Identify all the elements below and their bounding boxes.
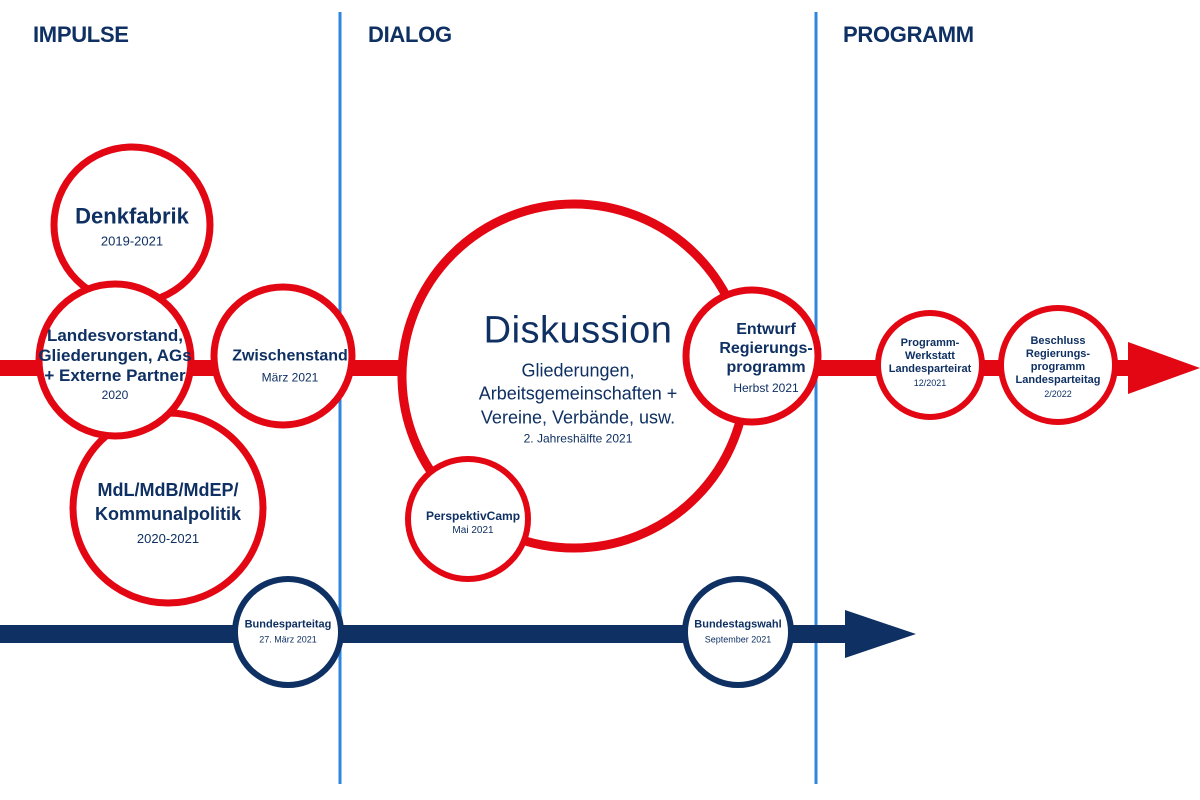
circle-entwurf xyxy=(682,286,822,426)
diskussion-line-1: Gliederungen, xyxy=(521,360,635,381)
node-landesvorstand: Landesvorstand, Gliederungen, AGs + Exte… xyxy=(38,326,191,402)
red-timeline-arrowhead xyxy=(1128,342,1200,394)
node-werkstatt: Programm- Werkstatt Landesparteirat 12/2… xyxy=(889,337,972,389)
phase-impulse: IMPULSE xyxy=(33,22,129,47)
node-perspektivcamp: PerspektivCamp Mai 2021 xyxy=(426,509,520,537)
bundesparteitag-title: Bundesparteitag xyxy=(244,618,332,631)
node-bundestagswahl: Bundestagswahl September 2021 xyxy=(694,619,781,646)
landesvorstand-line-2: Gliederungen, AGs xyxy=(38,345,192,365)
entwurf-line-1: Entwurf xyxy=(736,321,796,339)
entwurf-date: Herbst 2021 xyxy=(733,380,799,395)
circle-bundesparteitag xyxy=(232,576,344,688)
entwurf-line-2: Regierungs- xyxy=(719,339,813,357)
denkfabrik-title: Denkfabrik xyxy=(75,203,189,229)
mdl-line-1: MdL/MdB/MdEP/ xyxy=(97,480,239,501)
bundestagswahl-date: September 2021 xyxy=(704,634,772,645)
bundestagswahl-title: Bundestagswahl xyxy=(694,618,782,631)
circle-beschluss xyxy=(998,305,1118,425)
perspektivcamp-date: Mai 2021 xyxy=(452,525,494,537)
perspektivcamp-title: PerspektivCamp xyxy=(425,509,521,524)
navy-timeline-arrowhead xyxy=(845,610,916,658)
zwischenstand-date: März 2021 xyxy=(261,370,319,385)
diskussion-line-3: Vereine, Verbände, usw. xyxy=(480,407,676,428)
circle-landesvorstand xyxy=(35,280,195,440)
circle-werkstatt xyxy=(875,310,985,420)
node-diskussion: Diskussion Gliederungen, Arbeitsgemeinsc… xyxy=(479,308,678,445)
werkstatt-date: 12/2021 xyxy=(913,378,947,389)
zwischenstand-title: Zwischenstand xyxy=(232,347,348,365)
werkstatt-line-2: Werkstatt xyxy=(905,350,955,363)
circle-perspektivcamp xyxy=(405,456,531,582)
diskussion-title: Diskussion xyxy=(483,309,673,352)
beschluss-line-3: programm xyxy=(1030,360,1086,373)
node-zwischenstand: Zwischenstand März 2021 xyxy=(232,347,348,384)
node-denkfabrik: Denkfabrik 2019-2021 xyxy=(75,203,189,248)
circle-bundestagswahl xyxy=(682,576,794,688)
node-entwurf: Entwurf Regierungs- programm Herbst 2021 xyxy=(719,321,812,395)
circle-zwischenstand xyxy=(210,283,356,429)
landesvorstand-line-3: + Externe Partner xyxy=(44,365,186,385)
node-bundesparteitag: Bundesparteitag 27. März 2021 xyxy=(245,619,332,646)
landesvorstand-date: 2020 xyxy=(101,387,129,402)
beschluss-line-2: Regierungs- xyxy=(1025,347,1091,360)
navy-timeline-bar xyxy=(0,625,850,643)
beschluss-date: 2/2022 xyxy=(1044,388,1072,399)
node-mdl: MdL/MdB/MdEP/ Kommunalpolitik 2020-2021 xyxy=(95,478,241,546)
beschluss-line-4: Landesparteitag xyxy=(1015,373,1101,386)
beschluss-line-1: Beschluss xyxy=(1030,334,1086,347)
entwurf-line-3: programm xyxy=(726,358,806,376)
mdl-line-2: Kommunalpolitik xyxy=(94,504,242,525)
phase-programm: PROGRAMM xyxy=(843,22,974,47)
bundesparteitag-date: 27. März 2021 xyxy=(259,634,317,645)
diskussion-date: 2. Jahreshälfte 2021 xyxy=(523,431,633,446)
denkfabrik-date: 2019-2021 xyxy=(100,233,164,249)
werkstatt-line-3: Landesparteirat xyxy=(888,363,972,376)
werkstatt-line-1: Programm- xyxy=(900,337,960,350)
landesvorstand-line-1: Landesvorstand, xyxy=(46,325,184,345)
mdl-date: 2020-2021 xyxy=(136,530,200,546)
phase-dialog: DIALOG xyxy=(368,22,452,47)
node-beschluss: Beschluss Regierungs- programm Landespar… xyxy=(1016,335,1101,399)
diskussion-line-2: Arbeitsgemeinschaften + xyxy=(478,383,678,404)
